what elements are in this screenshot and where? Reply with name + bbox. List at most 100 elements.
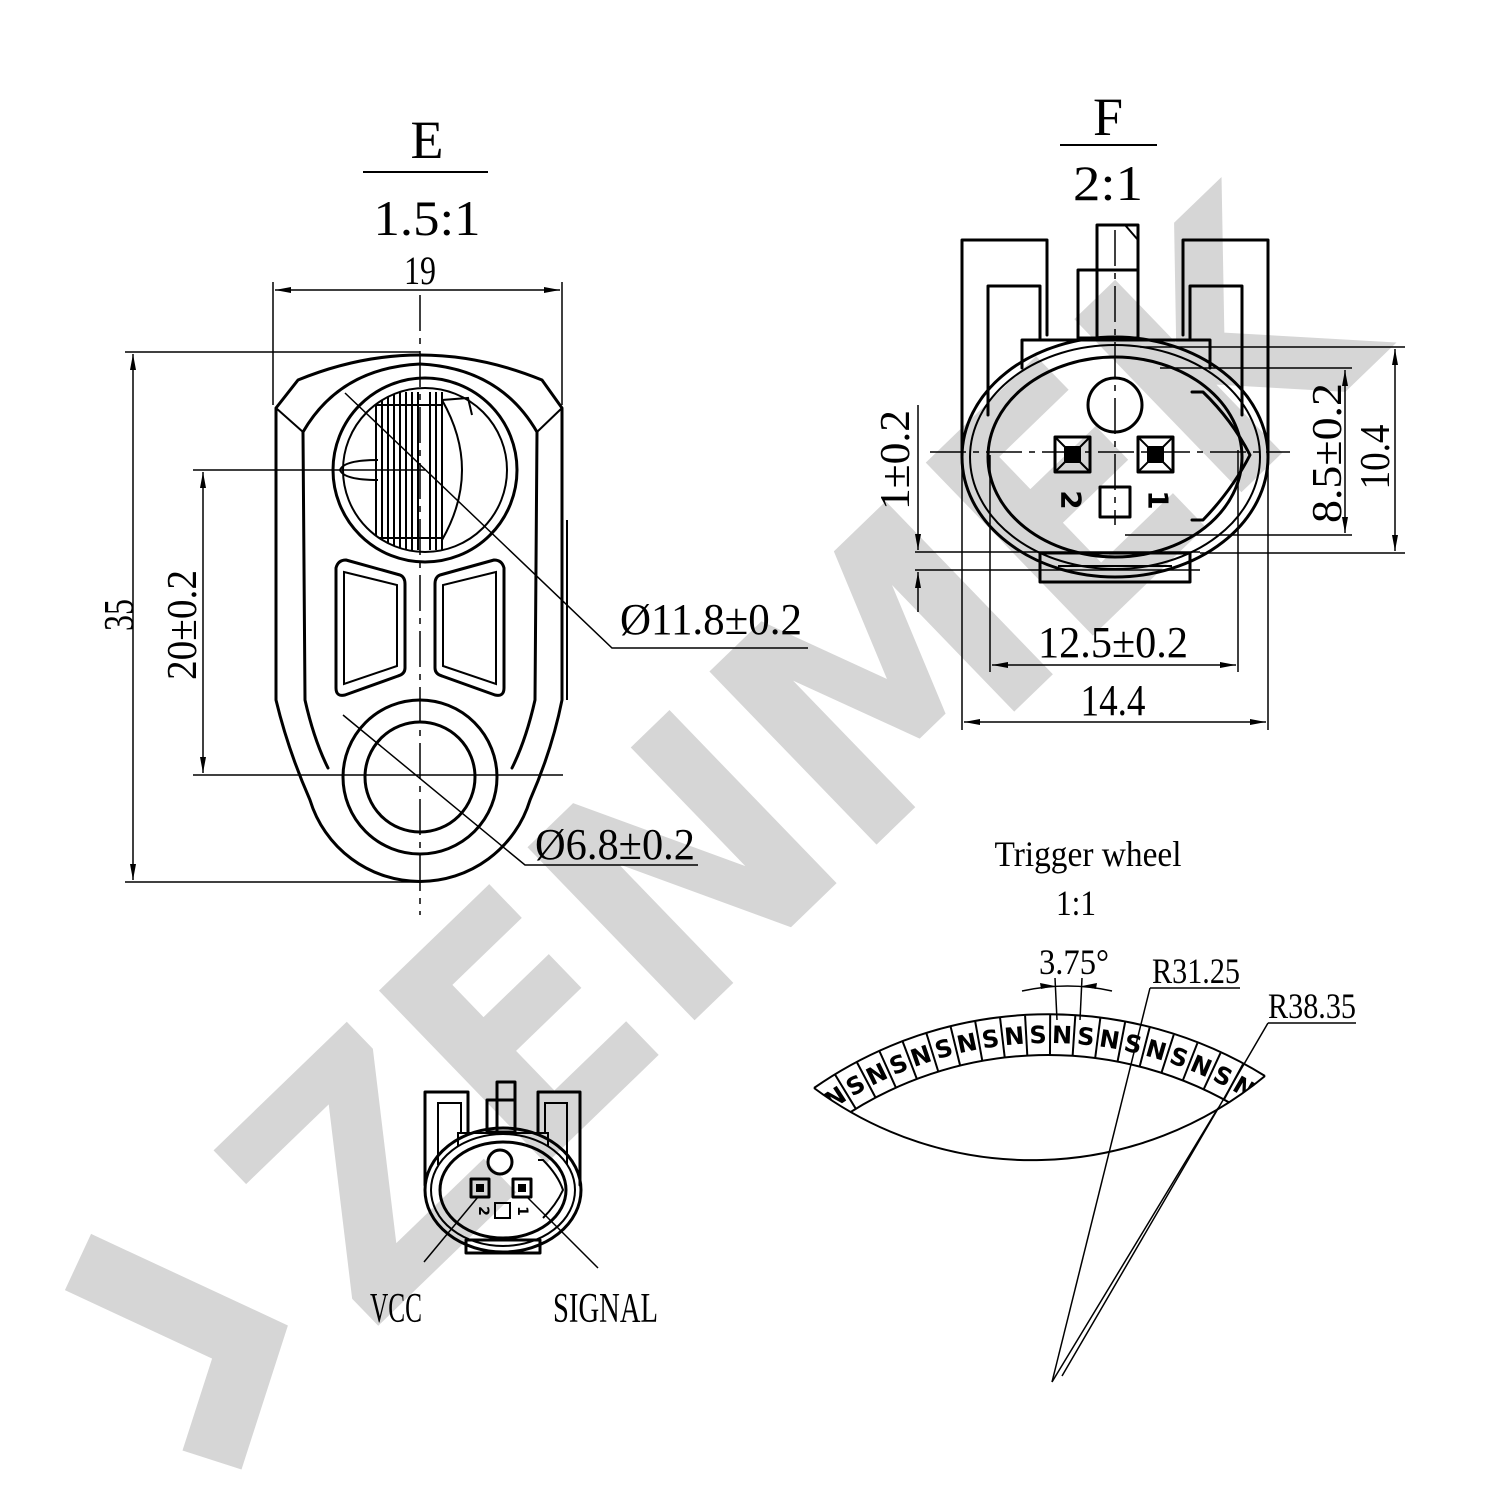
leader-large-diameter [344, 392, 808, 649]
trigger-wheel-outer-arc [813, 1013, 1266, 1089]
dimension-cavity-height-text: 8.5±0.2 [1305, 383, 1351, 523]
small-diameter-text: Ø6.8±0.2 [535, 820, 695, 869]
leader-small-diameter [342, 714, 698, 866]
dimension-overall-width-text: 14.4 [1081, 676, 1146, 725]
pitch-dimension-arc [1021, 985, 1113, 992]
pole-divider [1024, 1015, 1029, 1056]
watermark: ZENMEK [64, 121, 1452, 1470]
view-f-scale: 2:1 [1073, 155, 1143, 211]
cavity-key-rib [1190, 390, 1252, 522]
latch-left-inner [986, 284, 1042, 417]
signal-label: SIGNAL [553, 1286, 658, 1332]
stem-chamfer [1124, 224, 1139, 241]
outer-radius-text: R38.35 [1268, 986, 1356, 1026]
pinout-center-socket [494, 1202, 511, 1219]
body-window-right-inner [442, 570, 497, 686]
pinout-keying-hole [486, 1148, 514, 1176]
connector-housing-outer [960, 335, 1270, 579]
pole-label: S [980, 1024, 1001, 1054]
pole-divider [856, 1061, 877, 1099]
dimension-spacing-text: 20±0.2 [160, 570, 206, 680]
pole-divider [949, 1026, 962, 1066]
view-f-label: F [1093, 87, 1123, 147]
pitch-extension-line [1079, 977, 1083, 1021]
dimension-width-text: 19 [404, 248, 436, 293]
body-window-left [334, 558, 407, 697]
pole-divider [974, 1021, 984, 1062]
pinout-pin-1-label: 1 [514, 1206, 530, 1216]
pole-band-inner-arc [836, 1054, 1245, 1123]
pin-1-terminal [1136, 435, 1175, 474]
pole-label: N [1003, 1022, 1025, 1052]
latch-right-inner [1188, 284, 1244, 417]
pole-label: S [1029, 1021, 1047, 1049]
pole-divider [1223, 1063, 1244, 1100]
pinout-latch-left-inner [437, 1102, 462, 1165]
pole-label: N [1051, 1021, 1072, 1050]
pole-divider [834, 1074, 857, 1110]
pin-2-label: 2 [1055, 490, 1088, 509]
sensor-clip-wedge [441, 396, 473, 416]
trigger-wheel-inner-arc [813, 1075, 1266, 1162]
pole-divider [1071, 1015, 1077, 1056]
pinout-latch-right [536, 1090, 582, 1187]
dimension-overall-height-text: 10.4 [1353, 425, 1399, 490]
pinout-latch-right-inner [544, 1102, 568, 1165]
pin-1-contact [1147, 446, 1164, 463]
watermark-text: ZENMEK [156, 121, 1452, 1392]
inner-radius-leader [1051, 987, 1151, 1383]
pole-divider [1138, 1027, 1151, 1067]
leader-signal [526, 1196, 599, 1269]
leader-vcc [423, 1196, 479, 1263]
view-e-label: E [411, 110, 444, 170]
pole-divider [925, 1033, 940, 1072]
dimension-height-text: 35 [97, 599, 143, 631]
trigger-wheel-scale: 1:1 [1056, 883, 1096, 923]
sensor-magnet-arc [441, 399, 463, 541]
pole-divider [1116, 1022, 1127, 1062]
pole-label: N [954, 1028, 979, 1060]
sensor-body-outline [274, 353, 564, 883]
pin-1-frame [1136, 435, 1175, 474]
view-f: F 2:1 2 1 [873, 87, 1405, 730]
pitch-angle-text: 3.75° [1039, 942, 1109, 982]
pin-1-label: 1 [1142, 490, 1175, 509]
pole-divider [1181, 1042, 1199, 1081]
pinout-cavity [438, 1140, 568, 1240]
pole-label: S [1122, 1029, 1145, 1060]
pinout-bottom-tab [464, 1238, 542, 1255]
pinout-pin-1 [511, 1177, 533, 1199]
body-chamfer-line [275, 407, 304, 433]
sensor-body-inner-contour [301, 362, 539, 770]
housing-bottom-tab [1038, 551, 1192, 584]
pole-divider [878, 1050, 897, 1089]
pinout-key-rib [538, 1159, 565, 1219]
trigger-wheel-title: Trigger wheel [995, 834, 1182, 874]
body-chamfer-line [536, 407, 563, 433]
pitch-arrow [1082, 983, 1097, 989]
housing-top-block [1020, 338, 1212, 370]
pin-2-terminal [1053, 435, 1092, 474]
pinout-pin-2-label: 2 [475, 1206, 491, 1216]
inner-radius-text: R31.25 [1152, 951, 1240, 991]
view-e: E 1.5:1 19 35 20±0.2 [97, 110, 808, 915]
pin-2-contact [1064, 446, 1081, 463]
pole-label: N [1097, 1024, 1121, 1055]
pinout-pin-2 [469, 1177, 491, 1199]
pole-label: S [1076, 1022, 1096, 1052]
latch-left-outer [960, 238, 1049, 457]
pitch-extension-line [1054, 977, 1058, 1021]
sensor-element-hatch [375, 392, 443, 550]
dimension-tab-text: 1±0.2 [873, 410, 919, 510]
pinout-pin-2-contact [476, 1184, 484, 1192]
pole-divider [999, 1017, 1006, 1058]
large-diameter-text: Ø11.8±0.2 [620, 595, 802, 644]
pinout-top-block [457, 1132, 549, 1146]
pinout-latch-left [423, 1090, 470, 1187]
pin-2-frame [1053, 435, 1092, 474]
pole-divider [901, 1041, 918, 1080]
pole-divider [1094, 1018, 1102, 1059]
vcc-label: VCC [370, 1286, 422, 1332]
body-window-right [433, 558, 506, 697]
